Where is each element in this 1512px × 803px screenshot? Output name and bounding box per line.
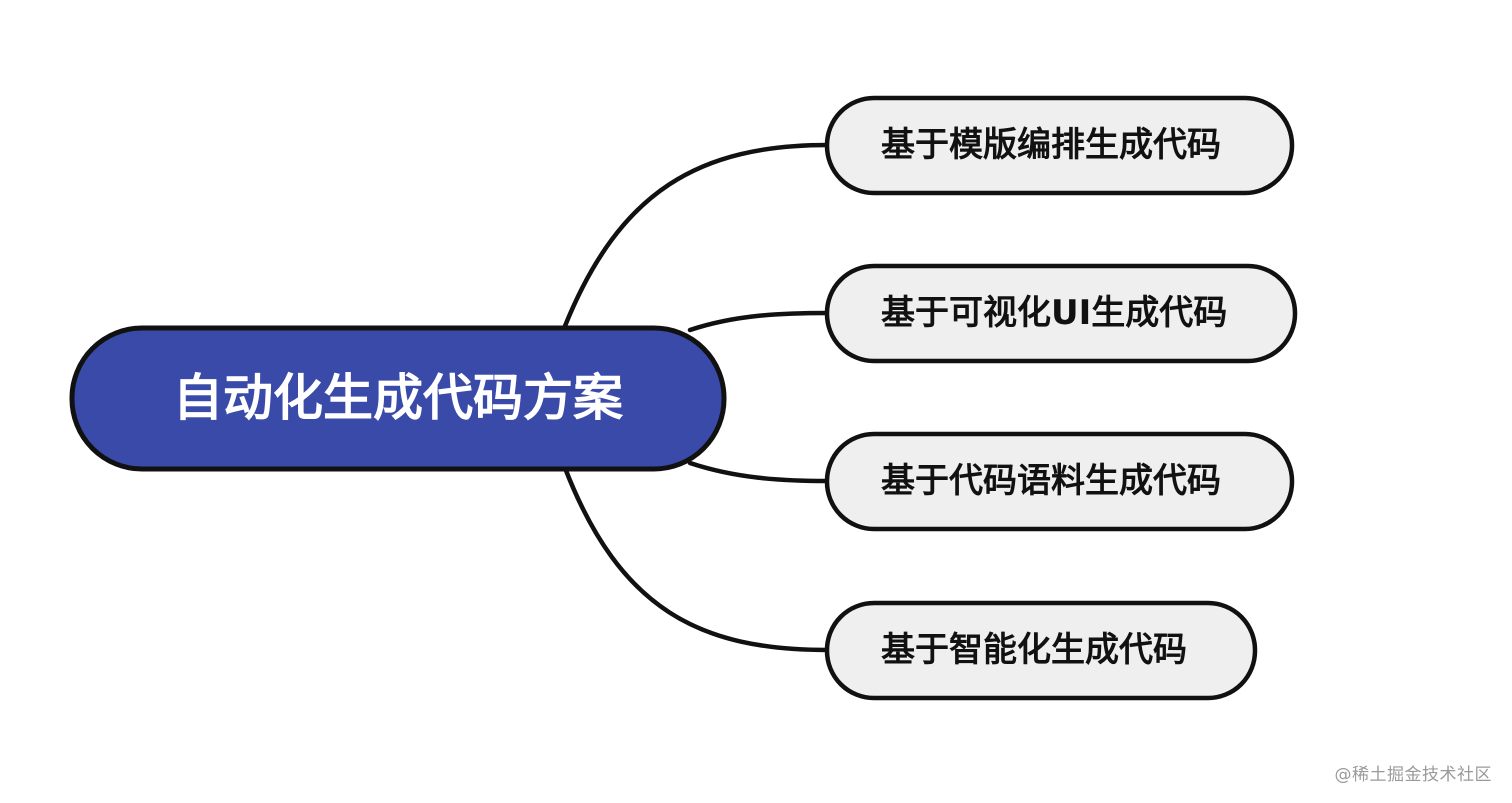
- connector-branch-2: [687, 310, 831, 333]
- connector-branch-3: [687, 460, 831, 484]
- branch-node-2-label: 基于可视化UI生成代码: [881, 293, 1227, 333]
- connector-branch-4: [562, 465, 831, 653]
- branch-node-4-label: 基于智能化生成代码: [881, 630, 1187, 670]
- branch-node-1-label: 基于模版编排生成代码: [881, 125, 1221, 165]
- branch-node-3[interactable]: 基于代码语料生成代码: [824, 431, 1295, 532]
- branch-node-3-label: 基于代码语料生成代码: [881, 461, 1221, 501]
- watermark-text: @稀土掘金技术社区: [1334, 765, 1492, 785]
- branch-node-4[interactable]: 基于智能化生成代码: [824, 600, 1258, 701]
- branch-node-2[interactable]: 基于可视化UI生成代码: [824, 263, 1298, 364]
- root-node[interactable]: 自动化生成代码方案: [69, 325, 727, 472]
- root-node-label: 自动化生成代码方案: [173, 369, 624, 427]
- connector-branch-1: [562, 142, 831, 329]
- branch-node-1[interactable]: 基于模版编排生成代码: [824, 95, 1295, 196]
